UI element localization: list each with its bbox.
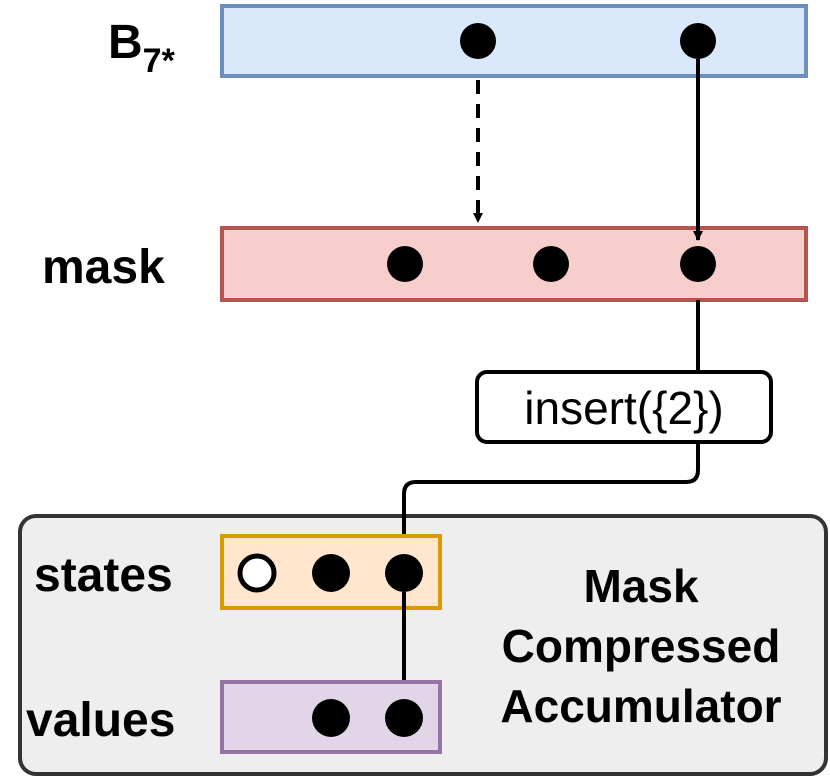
states-dot-1 [237, 553, 277, 593]
values-label: values [26, 694, 175, 747]
arrow-insert-to-states [399, 442, 700, 551]
b-dot-2 [680, 23, 716, 59]
b-dot-1 [460, 23, 496, 59]
mask-dot-1 [387, 246, 423, 282]
states-label: states [34, 549, 173, 602]
mask-dot-2 [533, 246, 569, 282]
b-row-subscript: 7* [143, 42, 176, 80]
mask-row-box [220, 226, 808, 302]
insert-op-label: insert({2}) [524, 382, 723, 434]
accumulator-title-line-3: Accumulator [500, 680, 781, 732]
states-dot-3 [385, 554, 423, 592]
states-dot-2 [312, 554, 350, 592]
insert-op-box [475, 370, 773, 444]
b-row-label: B7* [108, 16, 176, 80]
values-dot-1 [312, 699, 350, 737]
values-dot-2 [385, 699, 423, 737]
mask-row-label: mask [42, 241, 165, 294]
b-row-box [220, 4, 808, 78]
mask-dot-3 [680, 246, 716, 282]
accumulator-title-line-2: Compressed [502, 620, 781, 672]
accumulator-title-line-1: Mask [583, 560, 698, 612]
